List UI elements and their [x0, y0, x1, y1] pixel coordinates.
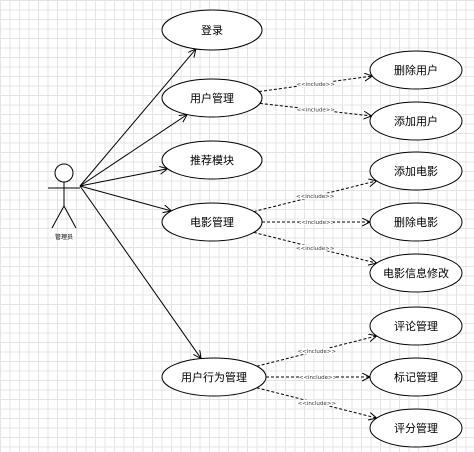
use-case-ellipse: [369, 357, 463, 397]
include-edge-movie_mgmt-edit_movie[interactable]: [253, 231, 377, 263]
use-case-label: 添加电影: [394, 164, 438, 178]
use-case-ellipse: [369, 408, 463, 448]
actor-head: [54, 163, 74, 183]
use-case-login[interactable]: 登录: [161, 9, 263, 51]
use-case-ellipse: [161, 357, 267, 397]
actor-right-leg: [63, 205, 77, 229]
use-case-label: 用户管理: [190, 91, 234, 105]
include-label-bg: [299, 399, 334, 406]
include-label: <<include>>: [297, 108, 336, 114]
include-label: <<include>>: [298, 401, 337, 407]
actor-left-leg: [51, 205, 65, 229]
use-case-label: 电影管理: [190, 215, 234, 229]
use-case-ellipse: [161, 9, 263, 51]
association-login[interactable]: [79, 49, 196, 187]
edges-layer: <<include>> <<include>> <<include>> <<inclu…: [79, 49, 377, 418]
include-label-bg: [298, 80, 333, 87]
use-case-ellipse: [369, 202, 463, 242]
use-case-label: 标记管理: [394, 370, 438, 384]
use-case-label: 删除用户: [394, 63, 438, 77]
include-label-bg: [299, 219, 333, 225]
association-movie_mgmt[interactable]: [79, 185, 171, 211]
include-label-bg: [301, 374, 335, 380]
use-case-rating-mgmt[interactable]: 评分管理: [369, 408, 463, 448]
use-case-label: 评论管理: [394, 319, 438, 333]
use-case-add-user[interactable]: 添加用户: [369, 101, 463, 141]
use-case-label: 电影信息修改: [383, 266, 449, 280]
use-case-del-movie[interactable]: 删除电影: [369, 202, 463, 242]
actor-label: 管理员: [55, 233, 73, 241]
use-case-label: 删除电影: [394, 215, 438, 229]
use-case-ellipse: [369, 151, 463, 191]
use-case-edit-movie[interactable]: 电影信息修改: [369, 253, 463, 293]
use-case-label: 登录: [201, 23, 223, 37]
include-label-bg: [298, 244, 333, 251]
include-label: <<include>>: [296, 82, 335, 88]
include-label: <<include>>: [296, 246, 335, 252]
include-label-bg: [298, 193, 333, 200]
use-case-ellipse: [369, 101, 463, 141]
association-behavior_mgmt[interactable]: [79, 185, 201, 359]
include-label: <<include>>: [297, 220, 336, 226]
use-case-label: 推荐模块: [190, 153, 234, 167]
use-case-tag-mgmt[interactable]: 标记管理: [369, 357, 463, 397]
use-case-ellipse: [369, 50, 463, 90]
use-case-behavior-mgmt[interactable]: 用户行为管理: [161, 357, 267, 397]
use-case-user-mgmt[interactable]: 用户管理: [161, 78, 263, 118]
use-case-label: 添加用户: [394, 114, 438, 128]
association-user_mgmt[interactable]: [79, 115, 187, 187]
use-case-ellipse: [161, 78, 263, 118]
use-case-add-movie[interactable]: 添加电影: [369, 151, 463, 191]
use-case-del-user[interactable]: 删除用户: [369, 50, 463, 90]
use-case-ellipse: [161, 140, 263, 180]
include-edge-movie_mgmt-add_movie[interactable]: [253, 181, 377, 213]
actor-administrator[interactable]: 管理员: [48, 163, 80, 241]
use-case-ellipse: [161, 202, 263, 242]
include-label: <<include>>: [298, 349, 337, 355]
include-label-bg: [298, 106, 333, 113]
use-case-movie-mgmt[interactable]: 电影管理: [161, 202, 263, 242]
include-label-bg: [299, 348, 334, 355]
use-case-ellipse: [369, 306, 463, 346]
association-recommend[interactable]: [79, 169, 168, 187]
use-case-label: 评分管理: [394, 421, 438, 435]
include-label: <<include>>: [296, 194, 335, 200]
use-case-ellipse: [369, 253, 463, 293]
include-label: <<include>>: [299, 375, 338, 381]
use-case-label: 用户行为管理: [181, 370, 247, 384]
use-case-recommend[interactable]: 推荐模块: [161, 140, 263, 180]
use-case-comment-mgmt[interactable]: 评论管理: [369, 306, 463, 346]
